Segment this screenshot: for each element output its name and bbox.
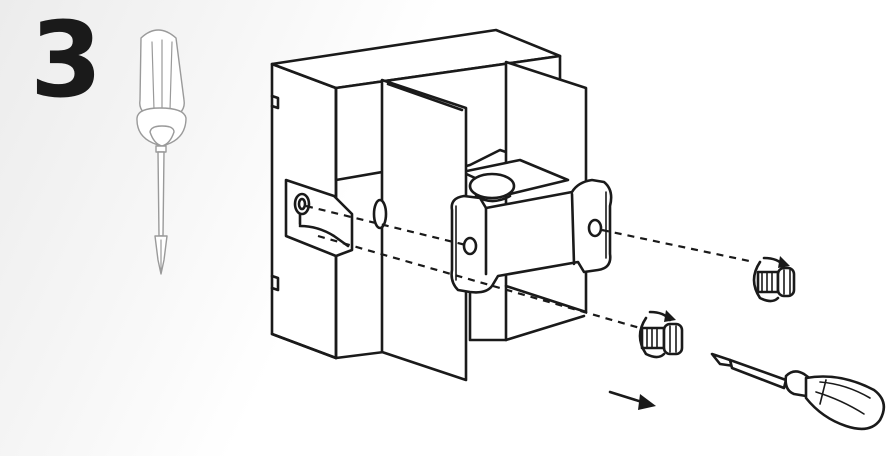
divider-plate xyxy=(372,78,468,382)
upper-screw-icon xyxy=(756,266,796,298)
lower-screw-icon xyxy=(640,322,684,356)
mounting-bracket xyxy=(450,178,613,294)
alignment-lines xyxy=(305,204,755,330)
reference-screwdriver-icon xyxy=(136,29,187,275)
direction-arrow-icon xyxy=(608,390,656,410)
step-number: 3 xyxy=(30,0,102,121)
screwdriver-icon xyxy=(710,352,886,431)
rotation-arrow-icon xyxy=(752,256,790,303)
rotation-arrow-icon xyxy=(638,310,676,359)
